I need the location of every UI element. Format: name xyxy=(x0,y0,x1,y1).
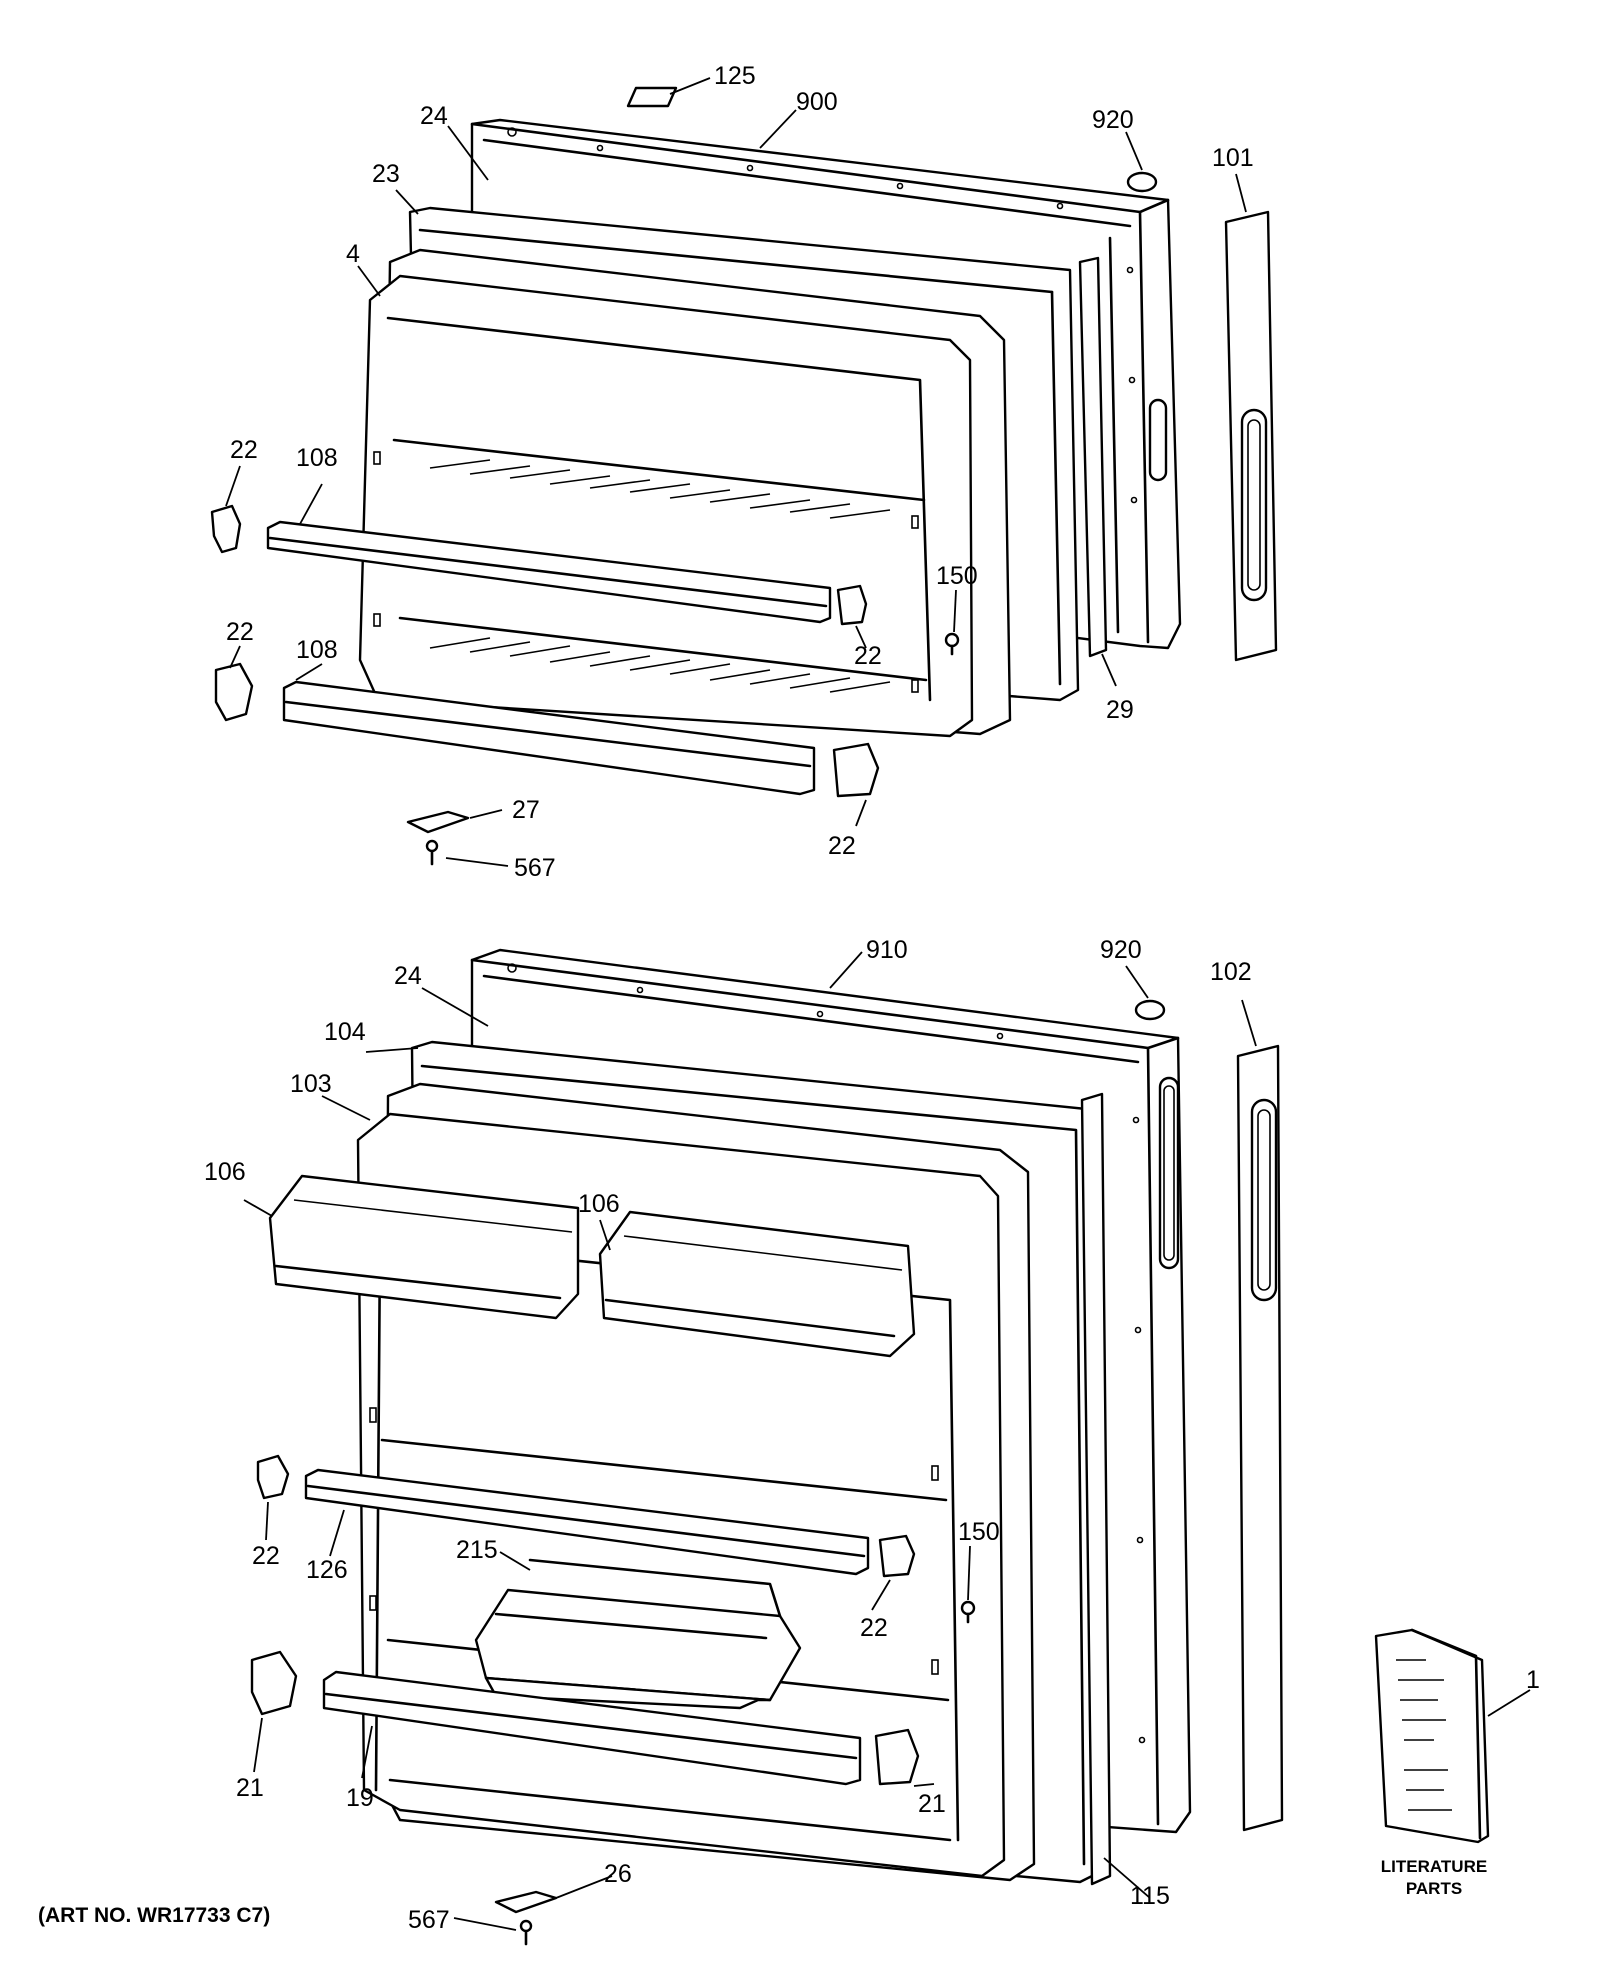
part-22-bracket-e xyxy=(256,1454,290,1500)
fresh-food-door-assembly xyxy=(250,948,1490,1946)
literature-label-line2: PARTS xyxy=(1406,1879,1462,1898)
part-19-shelf-bar xyxy=(322,1670,862,1786)
part-22-bracket-a xyxy=(210,504,242,554)
part-150-screw-top xyxy=(944,632,960,656)
callout-22-a: 22 xyxy=(230,436,258,464)
part-115-gasket-strip xyxy=(1080,1092,1112,1886)
callout-106-right: 106 xyxy=(578,1190,620,1218)
part-108-shelf-bar-upper xyxy=(266,520,832,624)
callout-27: 27 xyxy=(512,796,540,824)
callout-24-top: 24 xyxy=(420,102,448,130)
part-21-bracket-a xyxy=(250,1650,298,1716)
callout-900: 900 xyxy=(796,88,838,116)
callout-150-bottom: 150 xyxy=(958,1518,1000,1546)
art-number: (ART NO. WR17733 C7) xyxy=(38,1904,270,1927)
callout-150-top: 150 xyxy=(936,562,978,590)
callout-26: 26 xyxy=(604,1860,632,1888)
callout-101: 101 xyxy=(1212,144,1254,172)
callout-125: 125 xyxy=(714,62,756,90)
callout-22-f: 22 xyxy=(860,1614,888,1642)
callout-labels: 125 900 24 920 101 23 4 22 108 150 22 22… xyxy=(204,62,1540,1934)
leader-lines xyxy=(225,77,1531,1931)
part-106-dairy-door-right xyxy=(598,1210,916,1358)
part-21-bracket-b xyxy=(874,1728,920,1786)
callout-1: 1 xyxy=(1526,1666,1540,1694)
part-22-bracket-c xyxy=(214,662,254,722)
callout-910: 910 xyxy=(866,936,908,964)
callout-22-c: 22 xyxy=(226,618,254,646)
part-215-bin xyxy=(474,1558,802,1710)
part-26-hinge-bottom xyxy=(494,1890,558,1914)
part-126-shelf-bar xyxy=(304,1468,870,1576)
callout-4: 4 xyxy=(346,240,360,268)
callout-126: 126 xyxy=(306,1556,348,1584)
part-4-liner xyxy=(358,248,1012,738)
callout-22-e: 22 xyxy=(252,1542,280,1570)
callout-23: 23 xyxy=(372,160,400,188)
part-567-screw-bottom xyxy=(519,1919,533,1946)
part-101-handle-trim xyxy=(1224,210,1278,662)
callout-29: 29 xyxy=(1106,696,1134,724)
callout-215: 215 xyxy=(456,1536,498,1564)
callout-21-b: 21 xyxy=(918,1790,946,1818)
part-27-hinge-top xyxy=(406,810,470,834)
callout-22-d: 22 xyxy=(828,832,856,860)
callout-104: 104 xyxy=(324,1018,366,1046)
callout-108-upper: 108 xyxy=(296,444,338,472)
callout-115: 115 xyxy=(1130,1882,1170,1910)
part-22-bracket-f xyxy=(878,1534,916,1578)
part-125-nameplate xyxy=(626,86,678,108)
callout-24-bottom: 24 xyxy=(394,962,422,990)
part-567-screw-top xyxy=(425,839,439,866)
literature-label: LITERATURE PARTS xyxy=(1381,1857,1487,1898)
callout-920-bottom: 920 xyxy=(1100,936,1142,964)
part-22-bracket-b xyxy=(836,584,868,626)
part-106-dairy-door-left xyxy=(268,1174,580,1320)
part-1-literature-booklet xyxy=(1374,1628,1490,1844)
callout-920-top: 920 xyxy=(1092,106,1134,134)
part-29-gasket-strip xyxy=(1078,256,1108,658)
callout-21-a: 21 xyxy=(236,1774,264,1802)
part-920-plug-top xyxy=(1126,171,1158,193)
callout-567-top: 567 xyxy=(514,854,556,882)
callout-19: 19 xyxy=(346,1784,374,1812)
callout-103: 103 xyxy=(290,1070,332,1098)
literature-label-line1: LITERATURE xyxy=(1381,1857,1487,1876)
callout-106-left: 106 xyxy=(204,1158,246,1186)
callout-102: 102 xyxy=(1210,958,1252,986)
callout-108-lower: 108 xyxy=(296,636,338,664)
callout-567-bottom: 567 xyxy=(408,1906,450,1934)
part-108-shelf-bar-lower xyxy=(282,680,816,796)
callout-22-b: 22 xyxy=(854,642,882,670)
part-22-bracket-d xyxy=(832,742,880,798)
part-102-handle-trim xyxy=(1236,1044,1284,1832)
part-920-plug-bottom xyxy=(1134,999,1166,1021)
freezer-door-assembly xyxy=(210,86,1278,866)
part-150-screw-bottom xyxy=(960,1600,976,1624)
